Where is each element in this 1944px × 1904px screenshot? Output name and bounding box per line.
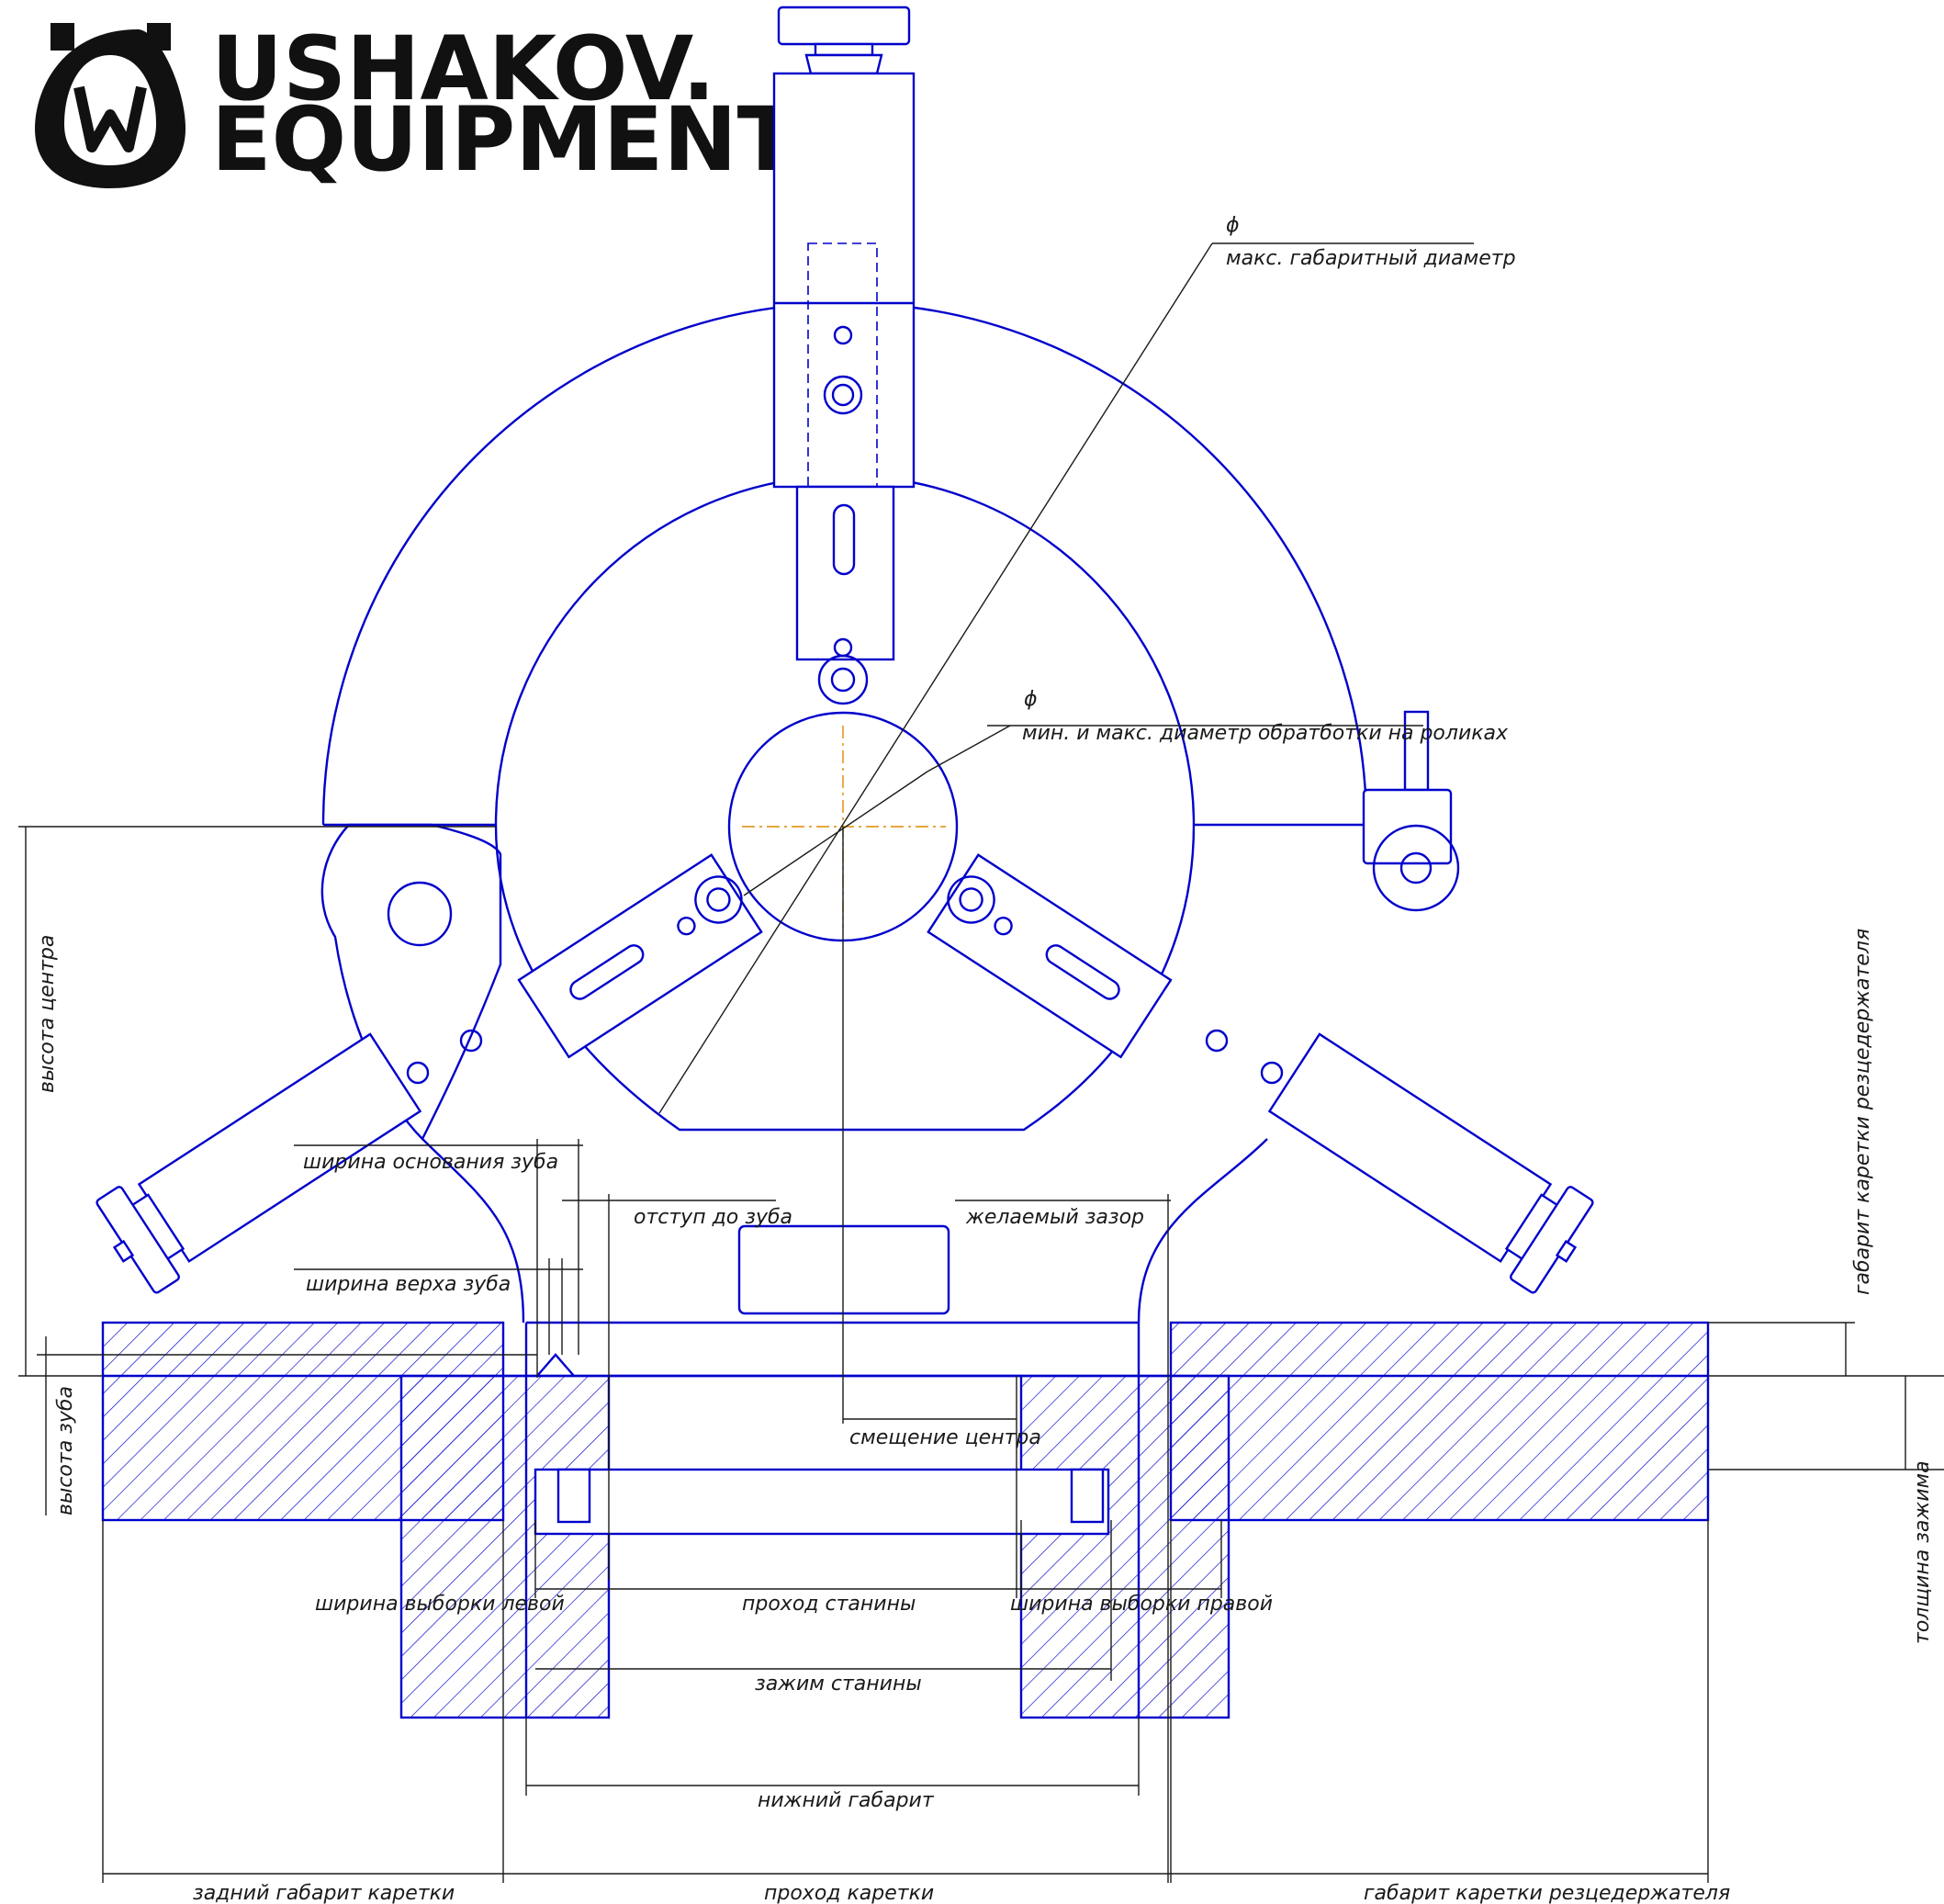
brand-logo: USHAKOV. EQUIPMENT [35, 17, 797, 191]
phi-symbol-1: ϕ [1226, 214, 1240, 237]
left-arm-cylinder [96, 1032, 422, 1294]
lunette-body [320, 301, 1368, 1324]
label-desired-gap: желаемый зазор [965, 1206, 1144, 1229]
label-tool-carriage-size: габарит каретки резцедержателя [1364, 1882, 1730, 1904]
label-carriage-passage: проход каретки [764, 1882, 934, 1904]
label-tooth-height: высота зуба [54, 1386, 77, 1515]
right-arm-cylinder [1267, 1032, 1594, 1294]
labels: ϕ макс. габаритный диаметр ϕ мин. и макс… [36, 214, 1934, 1904]
label-bottom-size: нижний габарит [758, 1789, 935, 1812]
label-center-height: высота центра [36, 935, 59, 1093]
bed-sections [101, 1321, 1710, 1719]
label-rear-carriage-size: задний габарит каретки [193, 1882, 455, 1904]
lower-left-jaw [517, 853, 763, 1059]
label-right-recess-width: ширина выборки правой [1010, 1593, 1273, 1616]
brand-line-1: USHAKOV. [211, 17, 715, 120]
right-latch [1362, 710, 1460, 912]
label-center-offset: смещение центра [849, 1426, 1041, 1449]
label-tool-carriage-height: габарит каретки резцедержателя [1851, 929, 1874, 1295]
label-clamp-thickness: толщина зажима [1911, 1460, 1934, 1644]
label-tooth-offset: отступ до зуба [634, 1206, 792, 1229]
label-tooth-base-width: ширина основания зуба [303, 1151, 558, 1174]
label-bed-passage: проход станины [742, 1593, 916, 1616]
label-roller-diameter: мин. и макс. диаметр обратботки на ролик… [1022, 722, 1509, 745]
lower-right-jaw [927, 853, 1173, 1059]
brand-line-2: EQUIPMENT [211, 88, 797, 191]
horseshoe-w-icon [35, 23, 185, 188]
label-max-diameter: макс. габаритный диаметр [1226, 247, 1516, 270]
label-bed-clamp: зажим станины [755, 1673, 922, 1696]
dimension-lines [18, 242, 1944, 1883]
top-jaw [772, 6, 916, 705]
label-tooth-top-width: ширина верха зуба [306, 1273, 511, 1296]
label-left-recess-width: ширина выборки левой [315, 1593, 565, 1616]
phi-symbol-2: ϕ [1024, 688, 1038, 711]
